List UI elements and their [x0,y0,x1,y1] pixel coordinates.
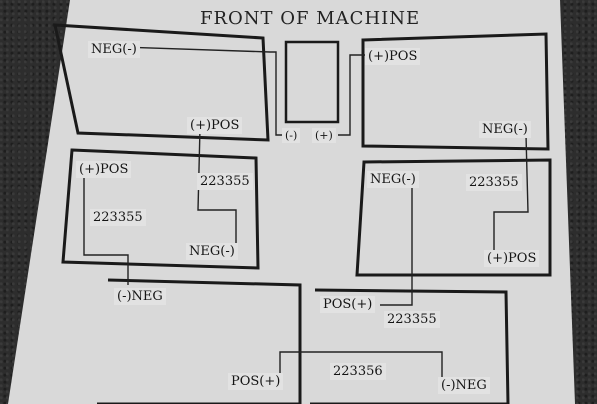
label-neg: NEG(-) [479,121,531,138]
label-neg: NEG(-) [367,171,419,188]
label-pos: POS(+) [228,373,283,390]
page-title: FRONT OF MACHINE [200,8,420,29]
paper-surface [8,0,575,404]
label-pos: (+)POS [76,161,131,178]
label-pos: POS(+) [320,296,375,313]
label-neg: NEG(-) [88,41,140,58]
label-pos: (+)POS [484,250,539,267]
label-center-pos: (+) [312,128,336,143]
label-part-number: 223355 [197,173,253,190]
label-part-number: 223356 [330,363,386,380]
label-neg: (-)NEG [114,288,166,305]
label-part-number: 223355 [466,174,522,191]
label-pos: (+)POS [187,117,242,134]
label-part-number: 223355 [384,311,440,328]
label-neg: (-)NEG [438,377,490,394]
label-neg: NEG(-) [186,243,238,260]
label-pos: (+)POS [365,48,420,65]
label-center-neg: (-) [282,128,300,143]
label-part-number: 223355 [90,209,146,226]
